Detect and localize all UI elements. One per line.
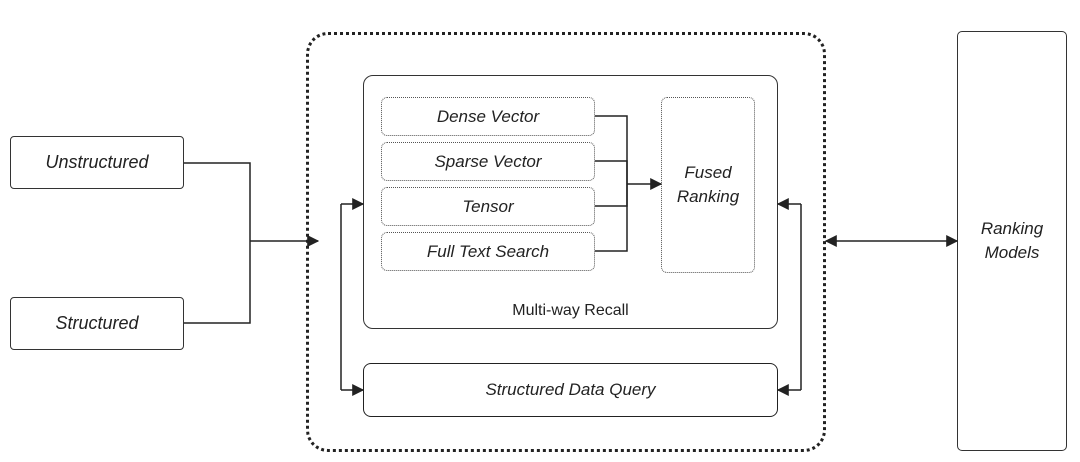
full-text-search-box: Full Text Search xyxy=(381,232,595,271)
structured-input-box: Structured xyxy=(10,297,184,350)
full-text-search-label: Full Text Search xyxy=(426,241,550,261)
structured-data-query-label: Structured Data Query xyxy=(485,380,656,399)
dense-vector-label: Dense Vector xyxy=(436,106,540,126)
structured-data-query-box: Structured Data Query xyxy=(363,363,778,417)
ranking-models-box: Ranking Models xyxy=(957,31,1067,451)
structured-label: Structured xyxy=(55,313,139,333)
sparse-vector-label: Sparse Vector xyxy=(434,151,542,171)
fts-connector xyxy=(595,184,628,252)
multi-way-recall-label: Multi-way Recall xyxy=(512,302,629,319)
unstructured-connector xyxy=(184,162,251,241)
ranking-models-label: Ranking Models xyxy=(980,219,1044,262)
tensor-label: Tensor xyxy=(462,196,514,216)
fused-ranking-box: Fused Ranking xyxy=(661,97,755,273)
fused-ranking-label: Fused Ranking xyxy=(676,163,740,206)
dense-connector xyxy=(595,115,628,184)
tensor-connector xyxy=(595,184,628,207)
sparse-vector-box: Sparse Vector xyxy=(381,142,595,181)
structured-connector xyxy=(184,241,251,324)
unstructured-label: Unstructured xyxy=(45,152,149,172)
sparse-connector xyxy=(595,160,628,184)
tensor-box: Tensor xyxy=(381,187,595,226)
dense-vector-box: Dense Vector xyxy=(381,97,595,136)
unstructured-input-box: Unstructured xyxy=(10,136,184,189)
